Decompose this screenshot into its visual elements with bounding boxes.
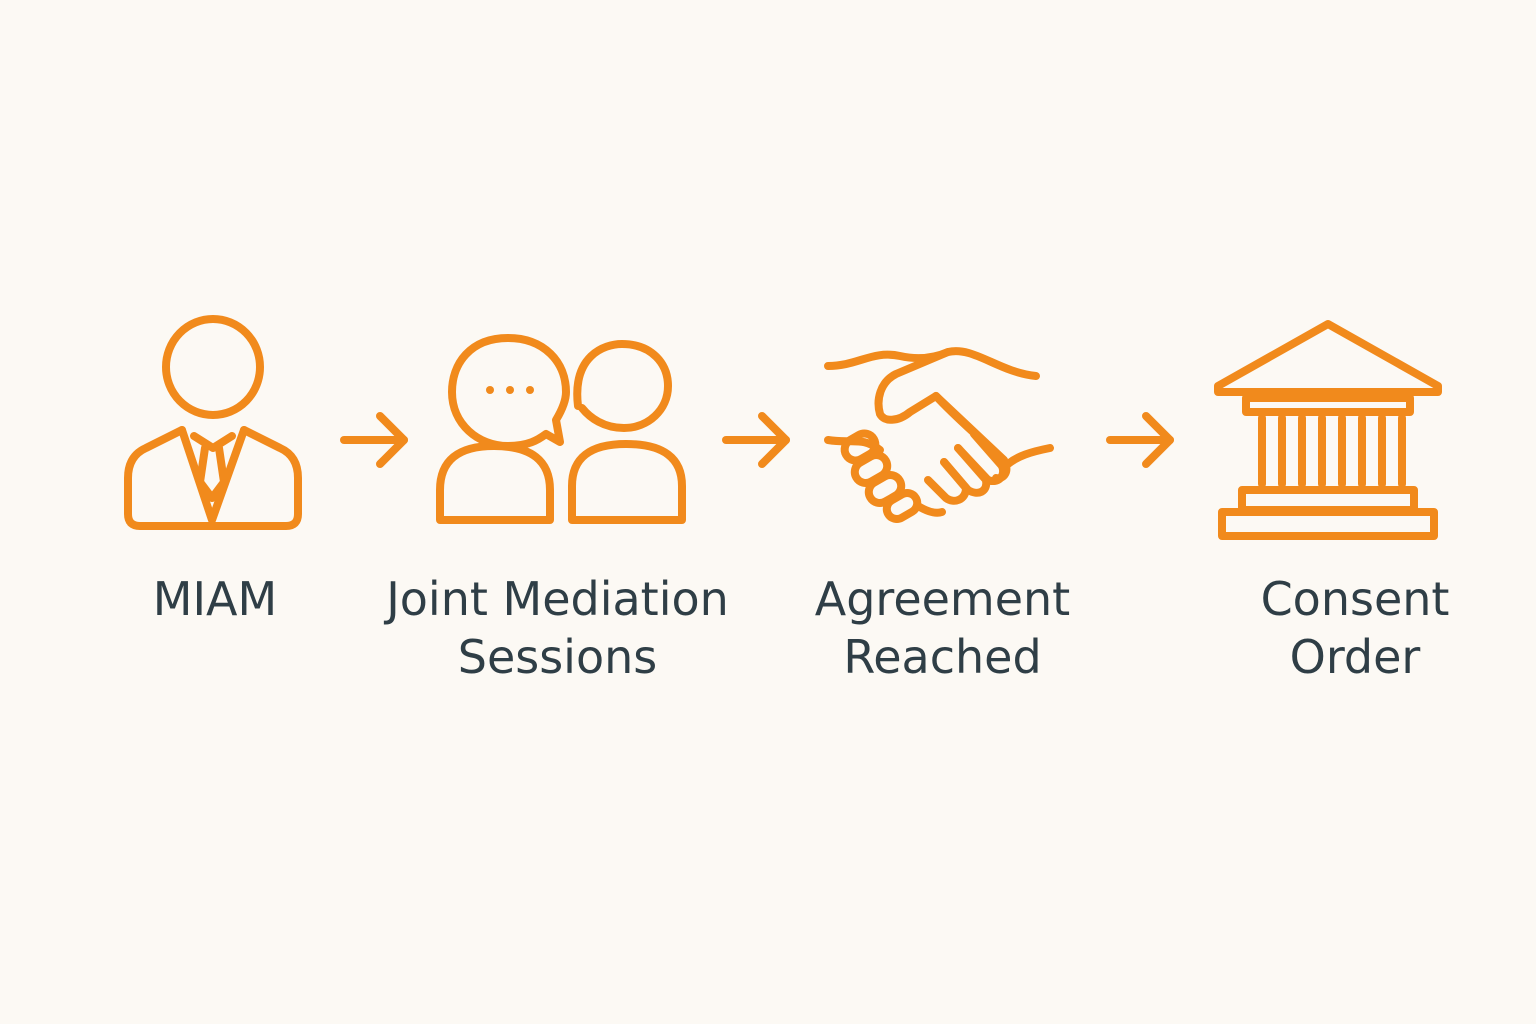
step-label-agreement-reached: Agreement Reached (790, 570, 1095, 686)
step-label-joint-mediation-sessions: Joint Mediation Sessions (360, 570, 755, 686)
arrow-right-icon (1106, 412, 1174, 468)
step-label-line: Joint Mediation (386, 572, 729, 626)
arrow-right-icon (340, 412, 408, 468)
step-label-line: Order (1289, 630, 1421, 684)
step-label-line: MIAM (152, 572, 278, 626)
courthouse-icon (1214, 320, 1442, 540)
arrow-right-icon (722, 412, 790, 468)
step-label-line: Agreement (814, 572, 1071, 626)
step-label-line: Consent (1260, 572, 1450, 626)
handshake-icon (824, 347, 1054, 523)
step-label-consent-order: Consent Order (1230, 570, 1480, 686)
step-label-miam: MIAM (105, 570, 325, 628)
two-people-speech-icon (436, 334, 686, 524)
mediator-person-icon (124, 315, 302, 530)
step-label-line: Reached (843, 630, 1042, 684)
step-label-line: Sessions (457, 630, 658, 684)
